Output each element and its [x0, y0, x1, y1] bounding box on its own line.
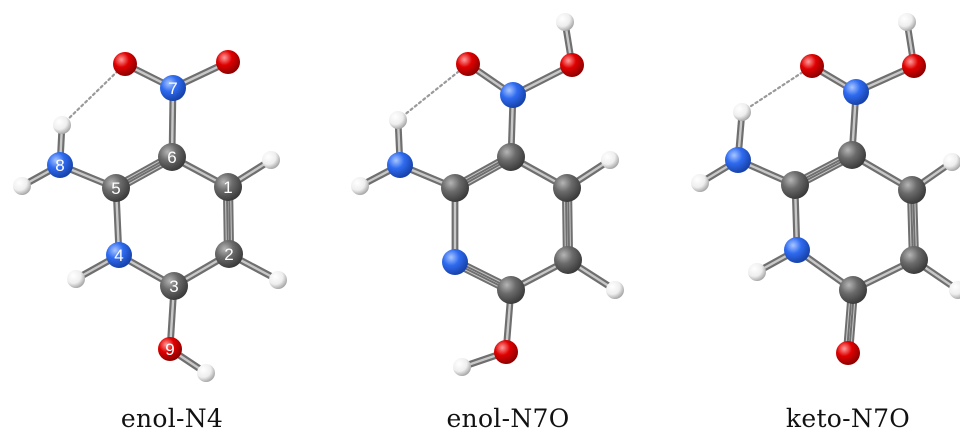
atom-n-n4: [106, 242, 132, 268]
atom-n-n7: [500, 82, 526, 108]
atom-h-hob: [898, 13, 916, 31]
atom-o-oa: [113, 52, 137, 76]
atom-h-hr2: [606, 281, 624, 299]
atom-h-h8a: [53, 116, 71, 134]
atom-h-hn4: [748, 263, 766, 281]
atom-o-o9: [494, 340, 518, 364]
atom-n-n7: [843, 79, 869, 105]
atom-c-c2: [900, 246, 928, 274]
atom-number-label: 1: [223, 178, 232, 197]
atom-o-ob: [216, 50, 240, 74]
atom-h-ho9: [453, 358, 471, 376]
atom-o-oa: [800, 54, 824, 78]
atom-h-hr1: [943, 153, 960, 171]
atom-h-hob: [556, 13, 574, 31]
atom-h-h8b: [351, 177, 369, 195]
atom-n-n7: [160, 75, 186, 101]
atom-h-h8a: [733, 103, 751, 121]
atom-c-c6: [838, 141, 866, 169]
atom-h-h8b: [13, 177, 31, 195]
atom-n-n8: [387, 152, 413, 178]
atom-c-c2: [554, 246, 582, 274]
atom-c-c6: [497, 143, 525, 171]
caption-enol-n4: enol-N4: [120, 404, 224, 433]
atom-o-ob: [560, 53, 584, 77]
atom-o-o9: [158, 337, 182, 361]
molecule-keto-n7o: [691, 13, 960, 365]
atom-h-hn4: [67, 270, 85, 288]
hydrogen-bond: [396, 62, 470, 122]
atom-n-n4: [784, 237, 810, 263]
atom-h-hr1: [601, 151, 619, 169]
atom-o-o9: [836, 341, 860, 365]
atom-h-hr2: [269, 271, 287, 289]
atom-n-n4: [442, 249, 468, 275]
atom-c-c5: [102, 174, 130, 202]
atom-number-label: 8: [55, 156, 64, 175]
hydrogen-bond: [740, 64, 814, 114]
atom-number-label: 4: [114, 246, 123, 265]
atom-number-label: 2: [224, 245, 233, 264]
atom-c-c1: [214, 173, 242, 201]
atom-number-label: 9: [165, 340, 174, 359]
atom-n-n8: [725, 147, 751, 173]
atom-number-label: 5: [111, 179, 120, 198]
atom-o-oa: [456, 52, 480, 76]
atom-number-label: 7: [168, 79, 177, 98]
atom-c-c3: [160, 272, 188, 300]
atom-c-c3: [839, 276, 867, 304]
caption-enol-n7o: enol-N7O: [446, 404, 570, 433]
atom-number-label: 3: [169, 277, 178, 296]
caption-keto-n7o: keto-N7O: [785, 404, 911, 433]
atom-c-c2: [215, 240, 243, 268]
atom-c-c5: [441, 174, 469, 202]
atom-h-ho9: [197, 364, 215, 382]
atom-h-hr2: [949, 281, 960, 299]
atom-c-c1: [553, 174, 581, 202]
atom-c-c1: [898, 176, 926, 204]
atom-o-ob: [902, 54, 926, 78]
atom-h-h8b: [691, 174, 709, 192]
atom-c-c3: [497, 276, 525, 304]
atom-c-c5: [781, 171, 809, 199]
hydrogen-bond: [60, 62, 127, 127]
molecule-enol-n4: 1 2 3 4 5 6 7 8 9: [13, 50, 287, 382]
atom-number-label: 6: [167, 148, 176, 167]
atom-n-n8: [47, 152, 73, 178]
atom-h-hr1: [262, 151, 280, 169]
molecule-enol-n7o: [351, 13, 624, 376]
atom-c-c6: [158, 143, 186, 171]
atom-h-h8a: [389, 111, 407, 129]
